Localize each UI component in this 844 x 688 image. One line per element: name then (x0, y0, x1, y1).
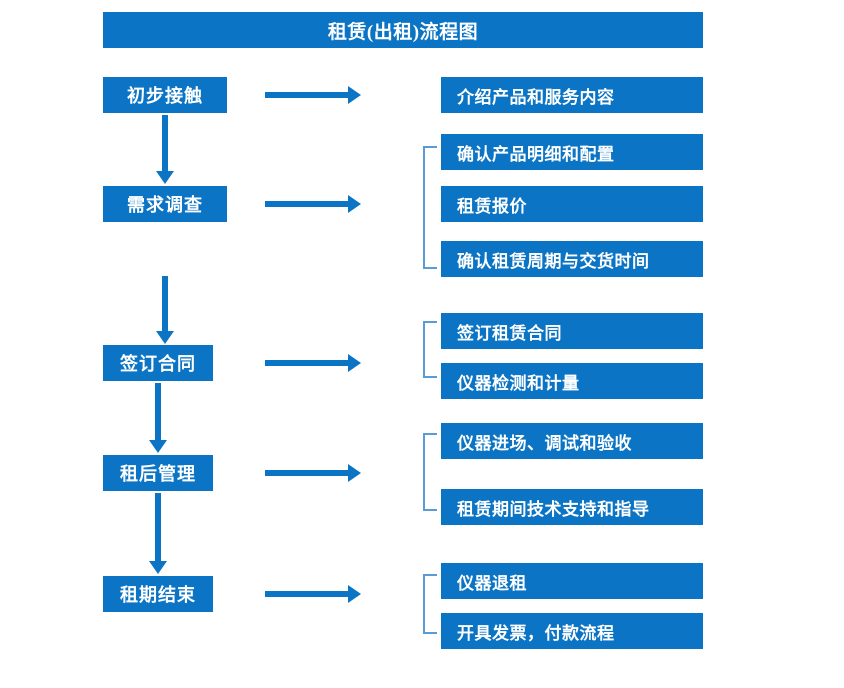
stage-box-2[interactable]: 需求调查 (103, 186, 227, 222)
detail-box-7[interactable]: 仪器进场、调试和验收 (441, 423, 703, 459)
link-arrow-right-1 (265, 86, 361, 104)
group-bracket-4 (423, 433, 437, 511)
flow-arrow-down-3 (149, 383, 167, 453)
group-bracket-3 (423, 321, 437, 378)
flow-arrow-down-4 (149, 493, 167, 574)
link-arrow-right-4 (265, 464, 361, 482)
detail-box-4[interactable]: 确认租赁周期与交货时间 (441, 241, 703, 277)
detail-box-2[interactable]: 确认产品明细和配置 (441, 134, 703, 170)
detail-box-9[interactable]: 仪器退租 (441, 563, 703, 599)
detail-box-8[interactable]: 租赁期间技术支持和指导 (441, 489, 703, 525)
stage-box-4[interactable]: 租后管理 (103, 455, 213, 491)
flow-arrow-down-1 (156, 115, 174, 184)
stage-box-1[interactable]: 初步接触 (103, 77, 227, 113)
detail-box-3[interactable]: 租赁报价 (441, 186, 703, 222)
group-bracket-2 (423, 146, 437, 269)
flow-arrow-down-2 (156, 276, 174, 344)
stage-box-3[interactable]: 签订合同 (103, 345, 213, 381)
detail-box-6[interactable]: 仪器检测和计量 (441, 363, 703, 399)
link-arrow-right-3 (265, 354, 361, 372)
diagram-title: 租赁(出租)流程图 (103, 12, 703, 48)
stage-box-5[interactable]: 租期结束 (103, 576, 213, 612)
link-arrow-right-2 (265, 195, 361, 213)
detail-box-1[interactable]: 介绍产品和服务内容 (441, 77, 703, 113)
detail-box-10[interactable]: 开具发票，付款流程 (441, 613, 703, 649)
detail-box-5[interactable]: 签订租赁合同 (441, 313, 703, 349)
group-bracket-5 (423, 574, 437, 634)
link-arrow-right-5 (265, 585, 361, 603)
